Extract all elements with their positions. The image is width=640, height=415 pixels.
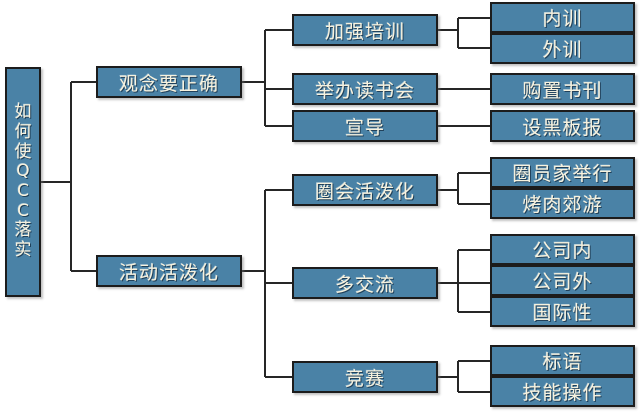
root-char-6: 落 <box>14 220 32 241</box>
node-level4-internal-training[interactable]: 内训 <box>490 2 635 33</box>
node-level3-reading-club[interactable]: 举办读书会 <box>292 73 438 105</box>
node-level4-buy-books[interactable]: 购置书刊 <box>490 73 635 105</box>
root-char-4: C <box>17 181 29 201</box>
root-char-1: 何 <box>14 121 32 142</box>
node-level2-concept[interactable]: 观念要正确 <box>96 66 242 98</box>
node-level4-outside-company[interactable]: 公司外 <box>490 265 635 296</box>
node-level4-bbq-outing[interactable]: 烤肉郊游 <box>490 188 635 219</box>
root-char-3: Q <box>16 161 30 182</box>
node-level3-advocacy[interactable]: 宣导 <box>292 110 438 142</box>
node-level4-host-at-member-home[interactable]: 圈员家举行 <box>490 157 635 188</box>
node-level3-exchange[interactable]: 多交流 <box>292 267 438 299</box>
root-node[interactable]: 如 何 使 Q C C 落 实 <box>5 67 41 297</box>
node-level3-competition[interactable]: 竞赛 <box>292 361 438 393</box>
root-char-7: 实 <box>14 240 32 261</box>
node-level2-activity[interactable]: 活动活泼化 <box>96 255 242 287</box>
root-char-5: C <box>17 200 29 221</box>
node-level4-international[interactable]: 国际性 <box>490 296 635 327</box>
node-level3-training[interactable]: 加强培训 <box>292 14 438 46</box>
node-level3-lively-meeting[interactable]: 圈会活泼化 <box>292 174 438 206</box>
root-char-0: 如 <box>14 102 32 123</box>
node-level4-within-company[interactable]: 公司内 <box>490 234 635 265</box>
node-level4-skill-operation[interactable]: 技能操作 <box>490 376 635 407</box>
node-level4-external-training[interactable]: 外训 <box>490 33 635 64</box>
node-level4-blackboard-news[interactable]: 设黑板报 <box>490 110 635 142</box>
root-char-2: 使 <box>14 141 32 162</box>
node-level4-slogan[interactable]: 标语 <box>490 345 635 376</box>
